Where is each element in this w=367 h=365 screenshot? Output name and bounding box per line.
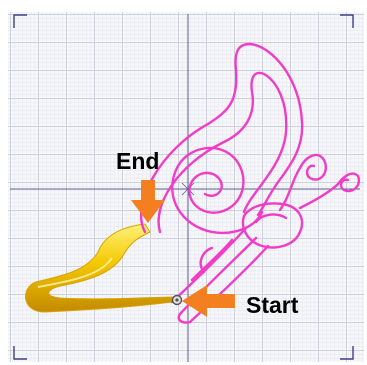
needle-start-icon	[173, 296, 182, 305]
start-label: Start	[246, 294, 298, 317]
pink-outline-stitch	[141, 44, 359, 323]
gold-fill-stitch	[26, 224, 173, 312]
arrow-down-icon	[131, 180, 165, 223]
arrow-left-icon	[182, 285, 235, 317]
end-label: End	[116, 150, 159, 173]
